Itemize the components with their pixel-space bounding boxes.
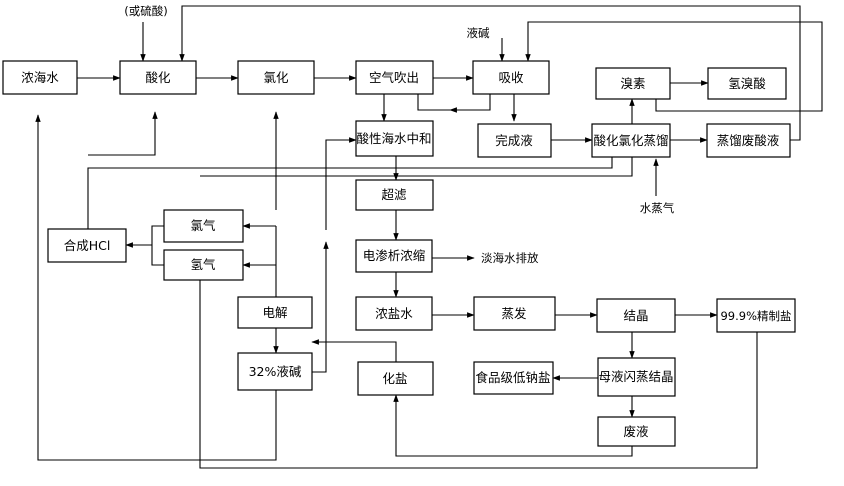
node-label: 酸性海水中和: [356, 131, 431, 146]
node-ultrafiltration: 超滤: [355, 179, 434, 211]
node-distill-waste-acid: 蒸馏废酸液: [706, 123, 791, 158]
node-acidic-neutralize: 酸性海水中和: [355, 120, 434, 157]
node-label: 氢气: [190, 257, 216, 272]
node-refined-salt: 99.9%精制盐: [716, 298, 796, 333]
node-label: 酸化: [145, 70, 171, 85]
node-label: 合成HCl: [64, 238, 111, 253]
node-acidify: 酸化: [119, 60, 197, 95]
node-label: 食品级低钠盐: [475, 370, 550, 385]
node-acid-chlor-distill: 酸化氯化蒸馏: [591, 123, 671, 158]
node-chlorinate: 氯化: [237, 60, 315, 95]
node-label: 氯化: [263, 70, 289, 85]
node-synth-hcl: 合成HCl: [47, 228, 127, 263]
node-brine-seawater: 浓海水: [2, 60, 78, 95]
node-label: 母液闪蒸结晶: [598, 369, 673, 384]
node-food-salt: 食品级低钠盐: [473, 361, 554, 395]
node-mother-liquor: 母液闪蒸结晶: [597, 357, 676, 397]
node-brine: 浓盐水: [355, 296, 433, 331]
node-finished-liquid: 完成液: [477, 123, 552, 158]
node-label: 蒸馏废酸液: [717, 133, 780, 148]
node-label: 浓海水: [21, 70, 59, 85]
node-label: 溴素: [620, 76, 645, 91]
node-label: 氯气: [190, 218, 216, 233]
node-bromine: 溴素: [595, 67, 671, 100]
node-label: 99.9%精制盐: [720, 309, 791, 323]
flow-connectors: [35, 5, 823, 469]
node-waste-liquid: 废液: [597, 416, 676, 447]
node-label: 空气吹出: [369, 70, 419, 85]
node-electrolysis: 电解: [237, 296, 313, 329]
node-dissolve-salt: 化盐: [357, 361, 434, 396]
node-label: 超滤: [381, 187, 407, 202]
node-crystallize: 结晶: [596, 298, 676, 333]
annotation-or-sulfuric: (或硫酸): [124, 4, 167, 18]
node-air-stripping: 空气吹出: [355, 60, 434, 95]
annotation-steam: 水蒸气: [640, 201, 675, 215]
node-label: 蒸发: [501, 306, 527, 321]
node-chlorine-gas: 氯气: [163, 209, 244, 243]
node-evaporate: 蒸发: [473, 296, 556, 331]
node-label: 完成液: [495, 133, 533, 148]
node-label: 氢溴酸: [728, 76, 766, 91]
node-electrodialysis: 电渗析浓缩: [355, 239, 433, 273]
node-label: 吸收: [498, 70, 524, 85]
node-absorb: 吸收: [472, 60, 550, 95]
node-caustic-32: 32%液碱: [237, 352, 313, 391]
node-label: 结晶: [623, 308, 648, 323]
node-label: 浓盐水: [375, 306, 413, 321]
node-label: 酸化氯化蒸馏: [593, 133, 668, 148]
node-label: 32%液碱: [249, 364, 302, 379]
node-label: 电解: [262, 305, 287, 320]
node-label: 化盐: [382, 371, 407, 386]
node-hydrobromic-acid: 氢溴酸: [707, 67, 787, 100]
node-label: 废液: [623, 424, 649, 439]
node-label: 电渗析浓缩: [363, 248, 426, 263]
annotation-light-seawater-discharge: 淡海水排放: [481, 251, 539, 265]
annotation-liquid-caustic: 液碱: [467, 26, 490, 40]
node-hydrogen-gas: 氢气: [163, 249, 244, 281]
